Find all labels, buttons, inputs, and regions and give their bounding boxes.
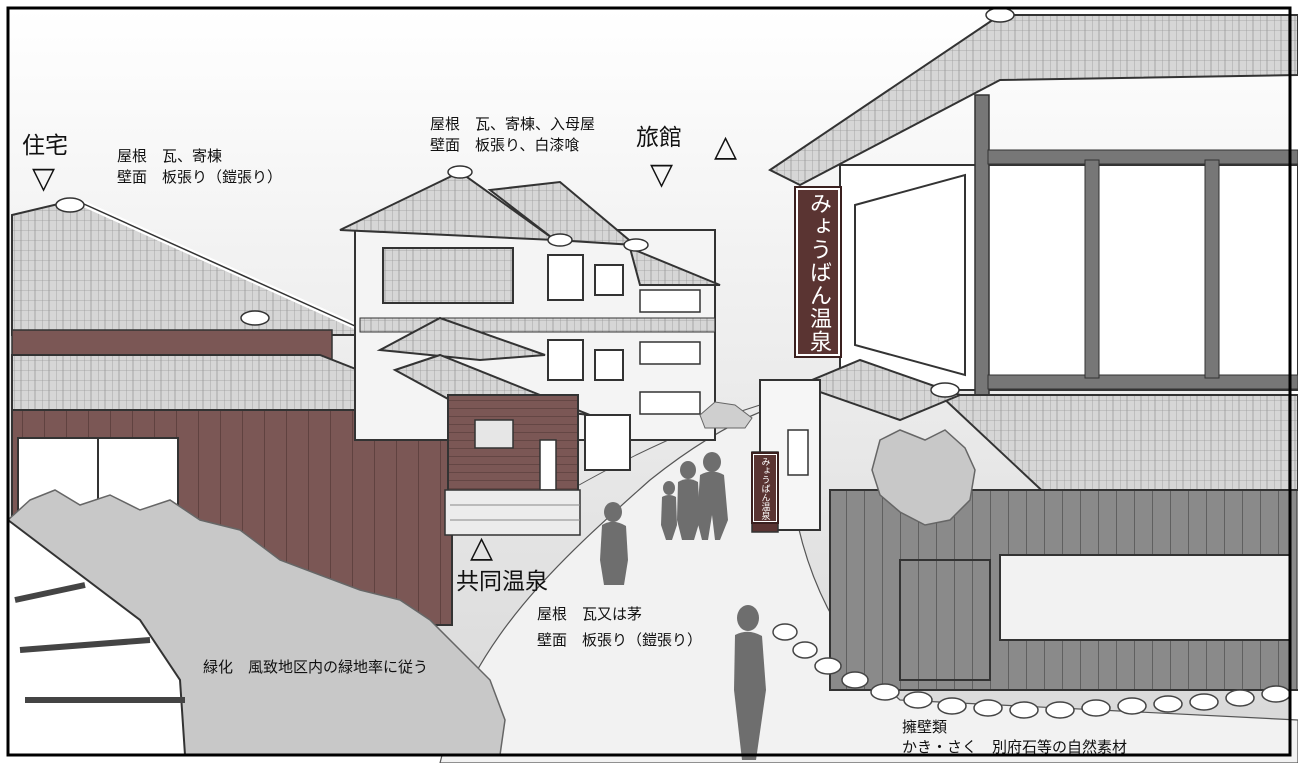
onsen-sign-main: みょうばん温泉 xyxy=(794,186,842,358)
label-house-roof: 屋根 瓦、寄棟 xyxy=(117,147,223,165)
frame-border xyxy=(6,6,1292,757)
onsen-sign-stand: みょうばん温泉 xyxy=(751,452,779,524)
label-greening: 緑化 風致地区内の緑地率に従う xyxy=(203,658,429,676)
label-bath-wall: 壁面 板張り（鎧張り） xyxy=(537,631,703,649)
lower-left-fence xyxy=(7,517,187,756)
marker-up-ryokan: △ xyxy=(714,129,738,164)
marker-down-ryokan: ▽ xyxy=(650,157,674,192)
label-ryokan-roof: 屋根 瓦、寄棟、入母屋 xyxy=(430,115,596,133)
label-house-title: 住宅 xyxy=(22,133,68,159)
marker-down-house: ▽ xyxy=(32,161,56,196)
marker-up-public-bath: △ xyxy=(470,530,494,565)
label-house-wall: 壁面 板張り（鎧張り） xyxy=(117,168,283,186)
stone-wall xyxy=(772,623,1291,719)
label-retaining-wall-title: 擁壁類 xyxy=(902,718,948,736)
label-ryokan-title: 旅館 xyxy=(636,125,682,151)
public-bath-building xyxy=(376,316,591,536)
label-retaining-wall-detail: かき・さく 別府石等の自然素材 xyxy=(902,738,1128,756)
label-ryokan-wall: 壁面 板張り、白漆喰 xyxy=(430,136,580,154)
label-bath-roof: 屋根 瓦又は茅 xyxy=(537,605,643,623)
greenery-right xyxy=(871,429,976,526)
pedestrian-silhouettes xyxy=(600,452,766,760)
shrub-back xyxy=(699,401,753,429)
label-public-bath-title: 共同温泉 xyxy=(456,569,548,595)
